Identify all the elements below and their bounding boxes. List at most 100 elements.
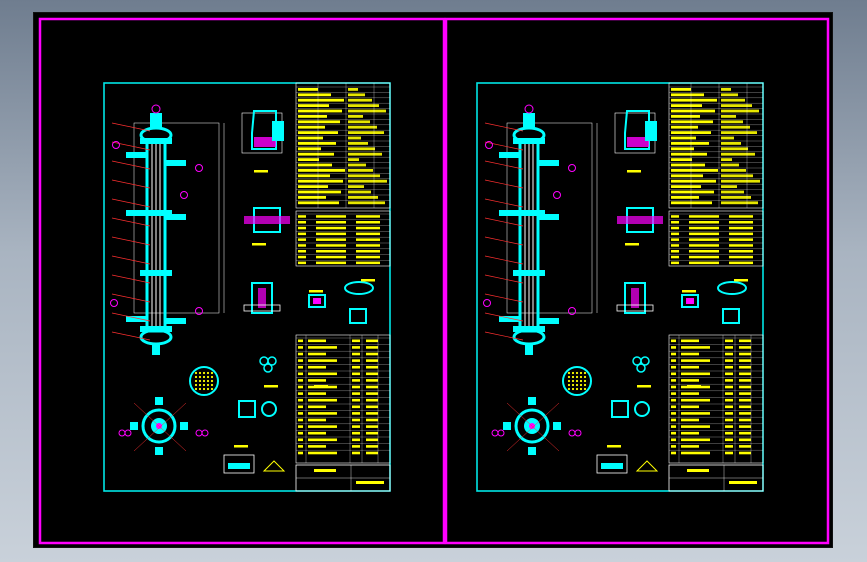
table-text	[352, 398, 360, 402]
leader-line	[111, 293, 151, 303]
table-text	[298, 221, 306, 224]
table-text	[671, 179, 716, 183]
table-text	[352, 438, 360, 442]
tube-hole	[194, 387, 198, 391]
tube-hole	[206, 387, 210, 391]
table-text	[298, 346, 303, 349]
table-text	[681, 359, 710, 362]
table-text	[671, 445, 676, 448]
table-text	[725, 352, 733, 356]
tube-hole	[579, 375, 583, 379]
tube-hole	[206, 379, 210, 383]
table-text	[348, 196, 378, 199]
table-text	[739, 418, 751, 422]
tube-hole	[198, 387, 202, 391]
table-text	[671, 238, 679, 241]
table-text	[739, 445, 751, 448]
table-text	[316, 244, 346, 247]
small-part-core	[313, 298, 321, 304]
leader-line	[111, 274, 151, 284]
table-text	[298, 392, 303, 395]
table-text	[681, 412, 710, 415]
vessel-envelope	[133, 122, 220, 314]
side-nozzle	[499, 316, 519, 322]
legend-bar	[228, 463, 250, 469]
table-text	[681, 346, 710, 349]
table-text	[681, 438, 710, 442]
table-text	[298, 147, 321, 151]
table-text	[366, 398, 378, 402]
vessel-envelope	[506, 122, 593, 314]
leader-line	[111, 331, 151, 341]
table-text	[298, 352, 303, 356]
table-text	[725, 365, 733, 369]
table-text	[671, 425, 676, 428]
detail-3-base	[243, 304, 281, 312]
side-nozzle	[166, 160, 186, 166]
table-text	[298, 359, 303, 362]
table-text	[671, 392, 676, 395]
table-text	[671, 93, 704, 97]
tube-hole	[571, 371, 575, 375]
table-text	[729, 232, 753, 236]
table-text	[352, 451, 360, 455]
table-text	[721, 109, 759, 113]
leader-line	[484, 122, 524, 132]
table-text	[671, 109, 715, 113]
side-nozzle	[539, 214, 559, 220]
table-text	[308, 392, 326, 395]
table-text	[739, 359, 751, 362]
table-text	[298, 142, 336, 145]
table-text	[298, 215, 306, 218]
tube-hole	[198, 375, 202, 379]
table-text	[352, 359, 360, 362]
table-text	[721, 120, 743, 124]
notes-anchor	[296, 269, 390, 271]
detail-flange	[251, 110, 277, 150]
table-text	[729, 244, 753, 247]
view-label	[252, 243, 266, 246]
tube-hole	[567, 387, 571, 391]
table-text	[316, 238, 346, 241]
table-text	[308, 425, 337, 428]
table-text	[681, 339, 699, 343]
table-text	[352, 385, 360, 389]
table-text	[739, 431, 751, 435]
table-text	[739, 438, 751, 442]
table-text	[671, 147, 694, 151]
tube-hole	[194, 379, 198, 383]
ring-part	[349, 308, 367, 324]
nozzle-tag	[112, 141, 120, 149]
table-text	[729, 255, 753, 259]
side-nozzle	[499, 152, 519, 158]
tube-pitch-circle	[636, 363, 646, 373]
table-text	[348, 152, 382, 156]
table-text	[671, 352, 676, 356]
table-text	[352, 365, 360, 369]
lens-part	[344, 281, 374, 295]
table-text	[689, 232, 719, 236]
table-text	[739, 365, 751, 369]
table-text	[689, 215, 719, 218]
cad-drawing-canvas[interactable]	[34, 13, 834, 549]
table-text	[298, 179, 343, 183]
table-text	[671, 115, 700, 118]
nozzle-tag	[485, 141, 493, 149]
notes-anchor	[669, 269, 763, 271]
plan-center-line	[506, 402, 560, 452]
table-text	[366, 405, 378, 409]
table-text	[298, 445, 303, 448]
view-label	[361, 279, 375, 282]
cad-viewport[interactable]	[33, 12, 833, 548]
table-text	[729, 250, 753, 253]
view-label	[687, 385, 701, 388]
view-label	[682, 290, 696, 293]
table-text	[298, 255, 306, 259]
table-text	[739, 339, 751, 343]
plan-view-shell	[514, 408, 550, 444]
detail-flange	[624, 110, 650, 150]
table-text	[308, 418, 326, 422]
tube-hole	[210, 383, 214, 387]
plan-view-nozzle	[180, 422, 188, 430]
table-text	[298, 158, 319, 161]
